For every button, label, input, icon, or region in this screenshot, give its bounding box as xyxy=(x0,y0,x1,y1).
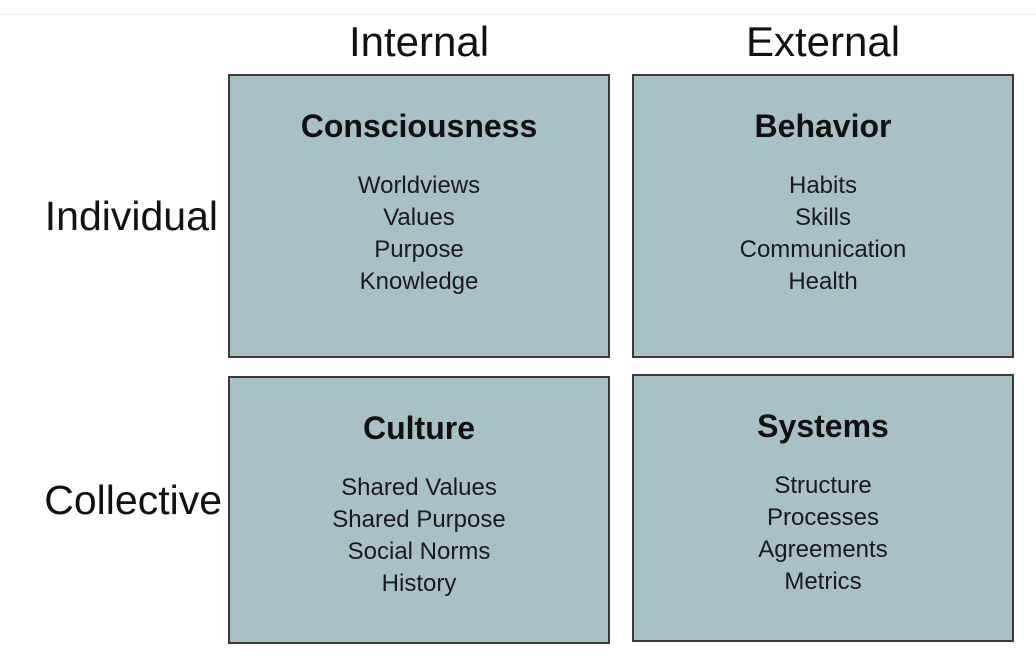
list-item: Skills xyxy=(794,204,851,231)
list-item: Social Norms xyxy=(347,538,491,565)
list-item: Shared Values xyxy=(341,474,497,501)
column-header-external: External xyxy=(745,18,901,65)
list-item: Metrics xyxy=(784,568,862,595)
quadrant-consciousness: Consciousness Worldviews Values Purpose … xyxy=(228,74,610,358)
quadrant-title: Consciousness xyxy=(300,108,538,144)
quadrant-item-list: Worldviews Values Purpose Knowledge xyxy=(230,170,608,298)
list-item: Values xyxy=(383,204,455,231)
quadrant-title: Behavior xyxy=(754,108,892,144)
list-item: Worldviews xyxy=(357,172,481,199)
quadrant-culture: Culture Shared Values Shared Purpose Soc… xyxy=(228,376,610,644)
row-header-individual: Individual xyxy=(44,193,218,239)
list-item: Agreements xyxy=(758,536,888,563)
top-divider xyxy=(0,14,1036,15)
quadrant-behavior: Behavior Habits Skills Communication Hea… xyxy=(632,74,1014,358)
quadrant-item-list: Habits Skills Communication Health xyxy=(634,170,1012,298)
row-header-collective: Collective xyxy=(44,477,222,523)
list-item: Health xyxy=(788,268,858,295)
quadrant-item-list: Structure Processes Agreements Metrics xyxy=(634,470,1012,598)
list-item: Purpose xyxy=(374,236,464,263)
column-header-internal: Internal xyxy=(348,18,490,65)
quadrant-title: Culture xyxy=(363,410,475,446)
list-item: Structure xyxy=(774,472,872,499)
list-item: History xyxy=(381,570,457,597)
quadrant-title: Systems xyxy=(757,408,889,444)
list-item: Habits xyxy=(788,172,858,199)
quadrant-systems: Systems Structure Processes Agreements M… xyxy=(632,374,1014,642)
list-item: Communication xyxy=(739,236,907,263)
list-item: Processes xyxy=(766,504,880,531)
list-item: Knowledge xyxy=(359,268,479,295)
list-item: Shared Purpose xyxy=(332,506,506,533)
quadrant-item-list: Shared Values Shared Purpose Social Norm… xyxy=(230,472,608,600)
